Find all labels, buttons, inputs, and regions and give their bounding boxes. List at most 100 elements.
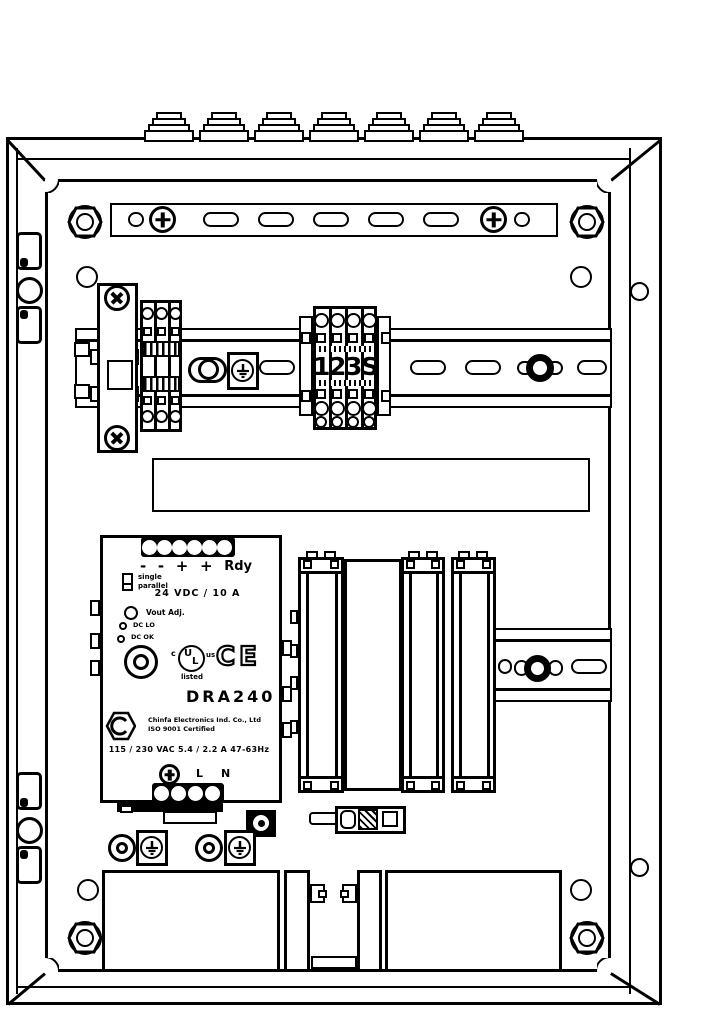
cable-gland (474, 112, 524, 142)
rail-slot (498, 659, 512, 674)
module-cap-tab (482, 781, 491, 790)
module-cap-line (453, 776, 494, 779)
bolt-hole (76, 213, 94, 231)
psu-foot-notch (163, 811, 217, 824)
cable-gland (309, 112, 359, 142)
psu-terminal-hole (171, 539, 187, 555)
psu-side-tab (90, 660, 100, 676)
rail-bolt (526, 354, 554, 382)
terminal-label: - (140, 556, 147, 575)
rail-slot (313, 212, 349, 227)
panel-corner-arc (597, 958, 611, 972)
terminal-screw (316, 389, 326, 399)
rail-slot (203, 212, 239, 227)
wing-tab (301, 390, 311, 402)
terminal-screw (157, 396, 166, 405)
psu-terminal-hole (186, 539, 202, 555)
module-side-line (436, 573, 439, 776)
panel-hole (76, 266, 98, 288)
standoff-hole (116, 842, 128, 854)
terminal-hatch (142, 376, 180, 392)
terminal-screw (171, 396, 180, 405)
label-plate (152, 458, 590, 512)
terminal-screw (171, 327, 180, 336)
terminal-hole (313, 401, 329, 416)
terminal-divider (168, 302, 171, 430)
hinge-nub (20, 310, 28, 319)
terminal-screw (332, 389, 342, 399)
rail-slot (128, 212, 144, 227)
terminal-hole (347, 416, 359, 428)
rail-slot (571, 659, 607, 674)
rail-slot (410, 360, 446, 375)
terminal-label: - (157, 556, 165, 575)
module-cap-tab (406, 781, 415, 790)
terminal-hole (329, 313, 345, 328)
psu-terminal-hole (201, 539, 217, 555)
tick-strip (314, 380, 376, 386)
module-side-line (409, 573, 412, 776)
terminal-screw (143, 327, 152, 336)
terminal-screw (364, 389, 374, 399)
wing-tab (381, 332, 391, 344)
panel-corner-arc (45, 958, 59, 972)
vout-adj-label: Vout Adj. (146, 608, 185, 617)
psu-terminal-hole (216, 539, 232, 555)
module-cap-tab (303, 560, 312, 569)
mode-switch-labels: single parallel (138, 573, 198, 590)
module-side-line (306, 573, 309, 776)
duct-tab-notch (318, 890, 327, 898)
terminal-hole (155, 307, 168, 320)
terminal-screw (157, 327, 166, 336)
terminal-hole (141, 410, 154, 423)
terminal-screw (316, 333, 326, 343)
module-cap-tab (431, 560, 440, 569)
terminal-hole (331, 416, 343, 428)
terminal-hole (345, 401, 361, 416)
terminal-screw (348, 389, 358, 399)
hinge-nub (20, 798, 28, 807)
bolt-hole (578, 929, 596, 947)
rail-slot (258, 212, 294, 227)
module-side-line (487, 573, 490, 776)
mode-switch-icon (122, 573, 133, 591)
phillips-screw-icon (149, 206, 176, 233)
terminal-label: + (199, 556, 213, 575)
terminal-hole (169, 307, 182, 320)
duct-channel (311, 956, 357, 969)
frame-hole (630, 858, 649, 877)
cable-gland (144, 112, 194, 142)
cable-gland (199, 112, 249, 142)
frame-lip-top (16, 158, 631, 160)
terminal-divider (361, 308, 364, 428)
hinge-pin (16, 277, 43, 304)
terminal-label-2: 2 (329, 352, 347, 381)
connector-lip (340, 810, 356, 829)
psu-side-tab (90, 633, 100, 649)
psu-side-tab (282, 722, 292, 738)
ground-symbol-icon (234, 841, 246, 856)
module-cap-line (300, 571, 342, 574)
psu-terminal-hole (205, 785, 220, 801)
terminal-label: + (175, 556, 189, 575)
ul-letter-l: L (192, 656, 199, 667)
ul-prefix: c (171, 649, 176, 658)
module-cap-line (300, 776, 342, 779)
certification: ISO 9001 Certified (148, 724, 215, 733)
terminal-hole (169, 410, 182, 423)
terminal-hole (363, 416, 375, 428)
cable-gland (364, 112, 414, 142)
hinge-pin (16, 817, 43, 844)
terminal-label-s: S (361, 352, 380, 381)
psu-terminal-hole (188, 785, 203, 801)
ground-symbol-icon (146, 841, 158, 856)
connector-keyhole (382, 811, 398, 827)
rail-bolt (524, 655, 551, 682)
terminal-divider (329, 308, 332, 428)
terminal-screw (364, 333, 374, 343)
jack-pin (257, 819, 265, 827)
module-cap-tab (303, 781, 312, 790)
mode-label-single: single (138, 573, 162, 581)
cable-gland (419, 112, 469, 142)
connector-pins (358, 809, 378, 830)
